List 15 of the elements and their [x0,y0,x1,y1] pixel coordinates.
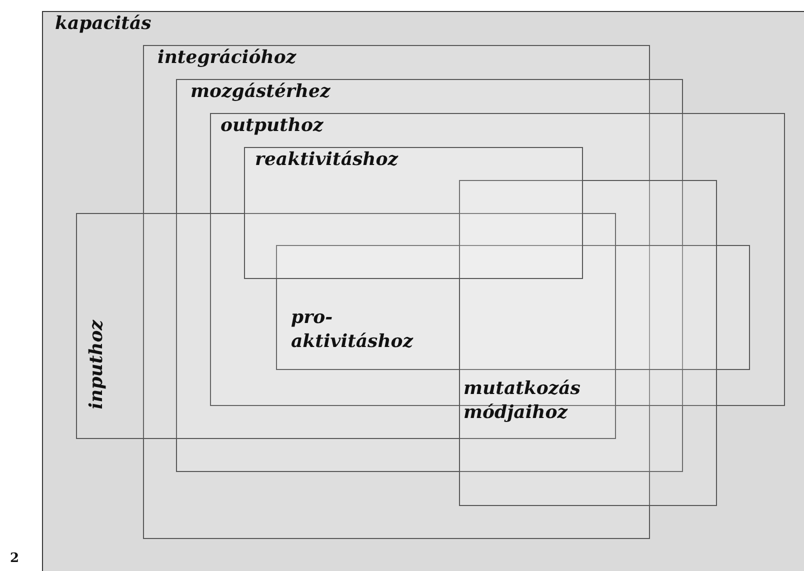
category-box [142,44,650,538]
category-label: mozgástérhez [190,80,330,104]
category-label: inputhoz [84,320,108,409]
category-box [210,112,784,406]
figure-number: 2 [10,551,20,566]
category-box [176,78,682,472]
category-label: kapacitás [55,12,152,36]
category-box [458,180,716,506]
category-box [244,147,583,279]
category-label: pro- aktivitáshoz [291,306,414,354]
category-box [42,11,804,571]
category-label: reaktivitáshoz [255,148,398,172]
category-label: integrációhoz [158,46,296,70]
category-label: outputhoz [220,114,324,138]
category-label: mutatkozás módjaihoz [464,376,582,424]
